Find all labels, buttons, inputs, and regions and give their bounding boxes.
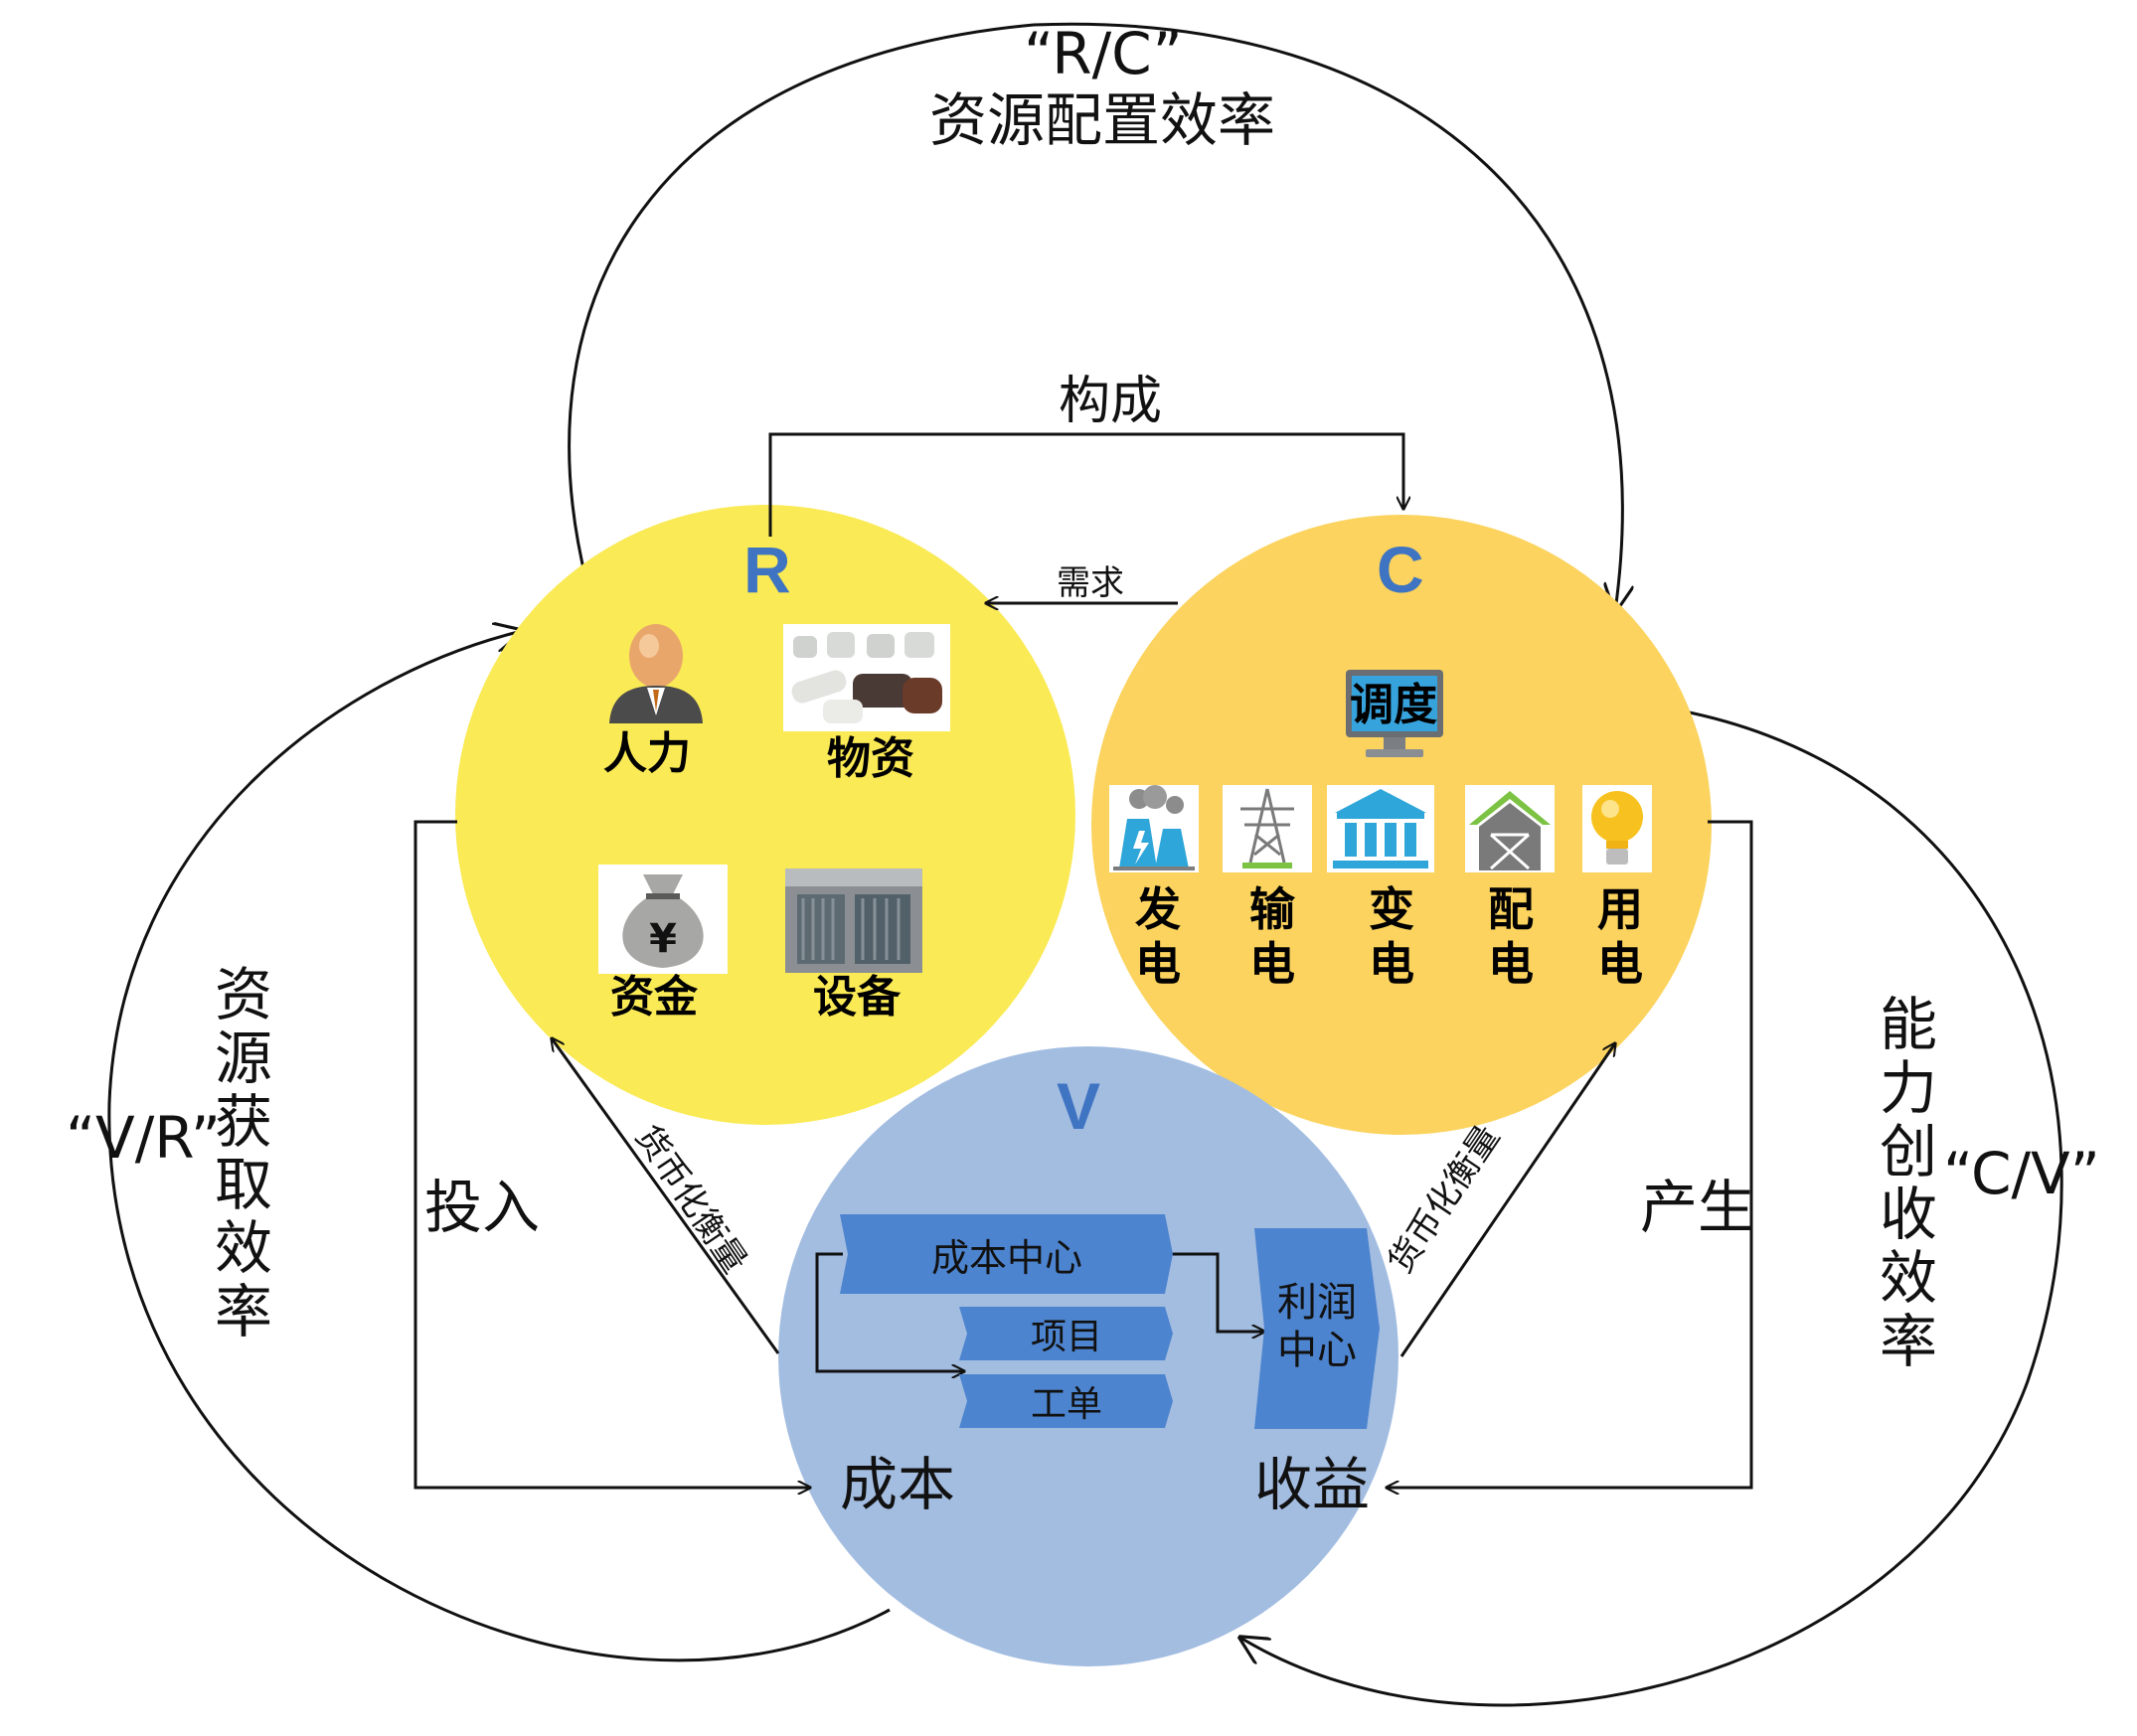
profit-center-shape bbox=[1254, 1228, 1380, 1429]
rc-label: 资源配置效率 bbox=[929, 86, 1276, 154]
letter-c: C bbox=[1377, 533, 1424, 606]
distribution-icon bbox=[1465, 785, 1555, 872]
workorder-shape bbox=[959, 1374, 1173, 1428]
vr-label: 资源获取效率 bbox=[214, 961, 272, 1345]
workorder-label: 工单 bbox=[1030, 1384, 1102, 1425]
arc-cv bbox=[1240, 709, 2063, 1707]
svg-text:¥: ¥ bbox=[649, 916, 677, 962]
cost-label: 成本 bbox=[840, 1451, 956, 1518]
rc-ratio: “R/C” bbox=[1024, 20, 1183, 87]
revenue-label: 收益 bbox=[1254, 1451, 1371, 1518]
input-connector bbox=[413, 820, 810, 1488]
demand-label: 需求 bbox=[1057, 563, 1124, 603]
dispatch-label: 调度 bbox=[1350, 680, 1437, 730]
profit-center-label: 利润中心 bbox=[1277, 1280, 1357, 1373]
substation-icon bbox=[1327, 785, 1434, 872]
money-bag-icon: ¥ bbox=[598, 865, 728, 974]
project-shape bbox=[959, 1307, 1173, 1360]
c-stage-label-3: 配电 bbox=[1488, 882, 1534, 992]
person-icon bbox=[601, 616, 711, 725]
cost-center-label: 成本中心 bbox=[930, 1235, 1082, 1280]
arc-rc bbox=[568, 22, 1623, 611]
power-plant-icon bbox=[1109, 785, 1199, 872]
monetize-left-arrow bbox=[552, 1038, 780, 1354]
cost-center-to-workorder bbox=[815, 1252, 964, 1371]
r-item-label-3: 设备 bbox=[813, 972, 901, 1023]
input-label: 投入 bbox=[424, 1174, 541, 1241]
monitor-icon bbox=[1344, 668, 1445, 763]
produce-connector bbox=[1387, 820, 1753, 1488]
arc-vr bbox=[107, 631, 891, 1662]
letter-r: R bbox=[743, 533, 791, 606]
transformer-icon bbox=[785, 868, 922, 973]
compose-connector bbox=[768, 432, 1403, 537]
cost-center-shape bbox=[840, 1214, 1173, 1294]
r-item-label-1: 物资 bbox=[827, 733, 914, 784]
c-stage-label-4: 用电 bbox=[1597, 882, 1643, 992]
c-stage-label-2: 变电 bbox=[1369, 882, 1414, 992]
project-label: 项目 bbox=[1030, 1317, 1102, 1357]
cv-ratio: “C/V” bbox=[1943, 1140, 2100, 1207]
insulators-icon bbox=[783, 624, 950, 731]
light-bulb-icon bbox=[1582, 785, 1652, 872]
produce-label: 产生 bbox=[1640, 1174, 1756, 1241]
r-item-label-0: 人力 bbox=[603, 728, 691, 779]
r-item-label-2: 资金 bbox=[610, 972, 698, 1023]
cv-label: 能力创收效率 bbox=[1879, 991, 1937, 1375]
vr-ratio: “V/R” bbox=[66, 1104, 221, 1172]
transmission-tower-icon bbox=[1223, 785, 1312, 872]
letter-v: V bbox=[1057, 1069, 1101, 1143]
c-stage-label-0: 发电 bbox=[1135, 882, 1181, 992]
compose-label: 构成 bbox=[1059, 372, 1163, 431]
monetize-right-arrow bbox=[1399, 1043, 1615, 1357]
c-stage-label-1: 输电 bbox=[1249, 882, 1295, 992]
cost-center-to-profit bbox=[1168, 1252, 1264, 1332]
